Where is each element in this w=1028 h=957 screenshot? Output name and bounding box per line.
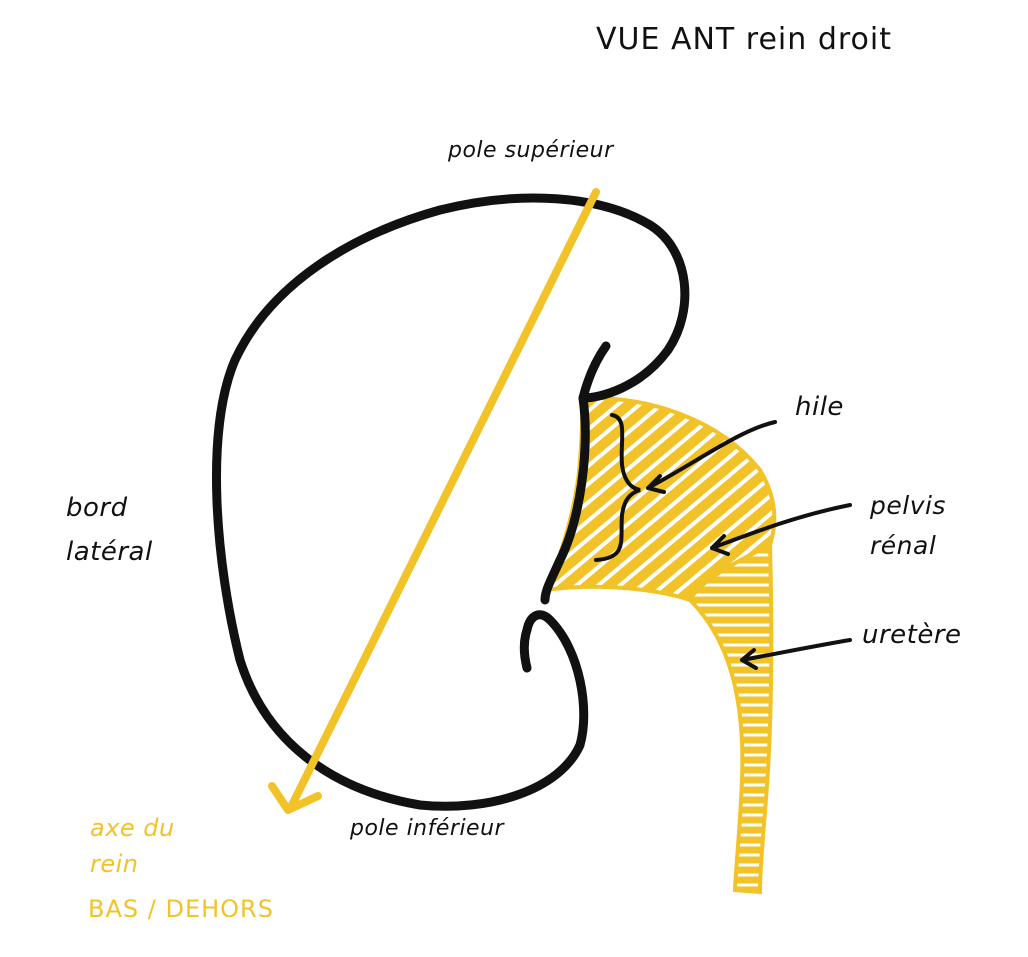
- kidney-outline: [212, 193, 690, 811]
- pole-superieur-label: pole supérieur: [448, 138, 614, 163]
- bord-lateral-line2: latéral: [66, 537, 153, 567]
- direction-label: BAS / DEHORS: [88, 895, 274, 923]
- bord-lateral-label: bord latéral: [66, 486, 153, 574]
- ureter-pointer-arrow: [740, 638, 852, 670]
- pole-inferieur-label: pole inférieur: [350, 816, 505, 841]
- pelvis-line2: rénal: [870, 531, 937, 560]
- diagram-title: VUE ANT rein droit: [596, 22, 892, 57]
- axe-line2: rein: [90, 850, 139, 878]
- pelvis-line1: pelvis: [870, 491, 946, 520]
- hilum-edge: [540, 393, 590, 605]
- axe-line1: axe du: [90, 814, 175, 842]
- bord-lateral-line1: bord: [66, 493, 128, 523]
- hile-brace: [594, 413, 641, 562]
- kidney-axis-line: [288, 188, 600, 809]
- uretere-label: uretère: [862, 620, 962, 650]
- kidney-axis-arrowhead: [268, 782, 322, 814]
- hile-label: hile: [795, 392, 844, 422]
- pelvis-renal-label: pelvis rénal: [870, 486, 946, 566]
- ureter-shape: [687, 541, 774, 895]
- axe-du-rein-label: axe du rein: [90, 810, 175, 882]
- pelvis-pointer-arrow: [710, 503, 852, 556]
- hile-pointer-arrow: [646, 420, 777, 494]
